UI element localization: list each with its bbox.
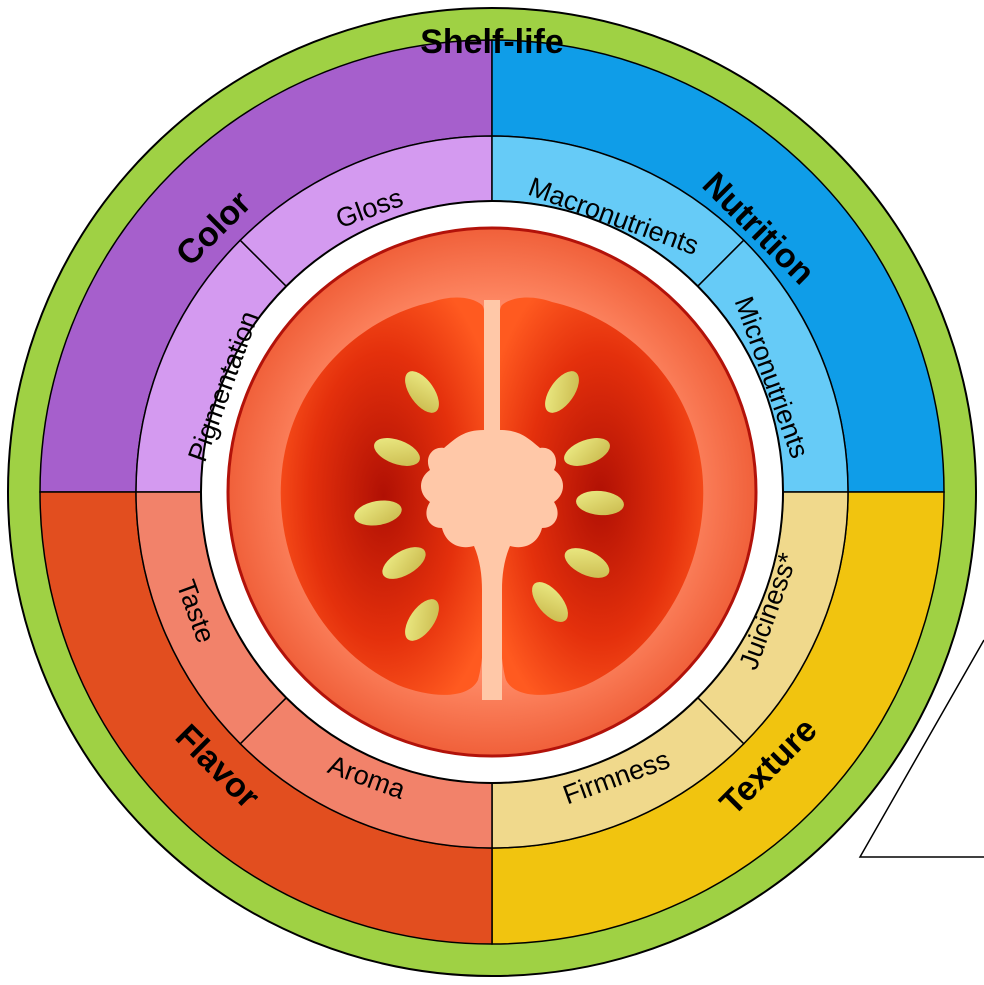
shelf-life-label: Shelf-life [420,23,564,61]
tomato-slice-icon [228,228,756,756]
